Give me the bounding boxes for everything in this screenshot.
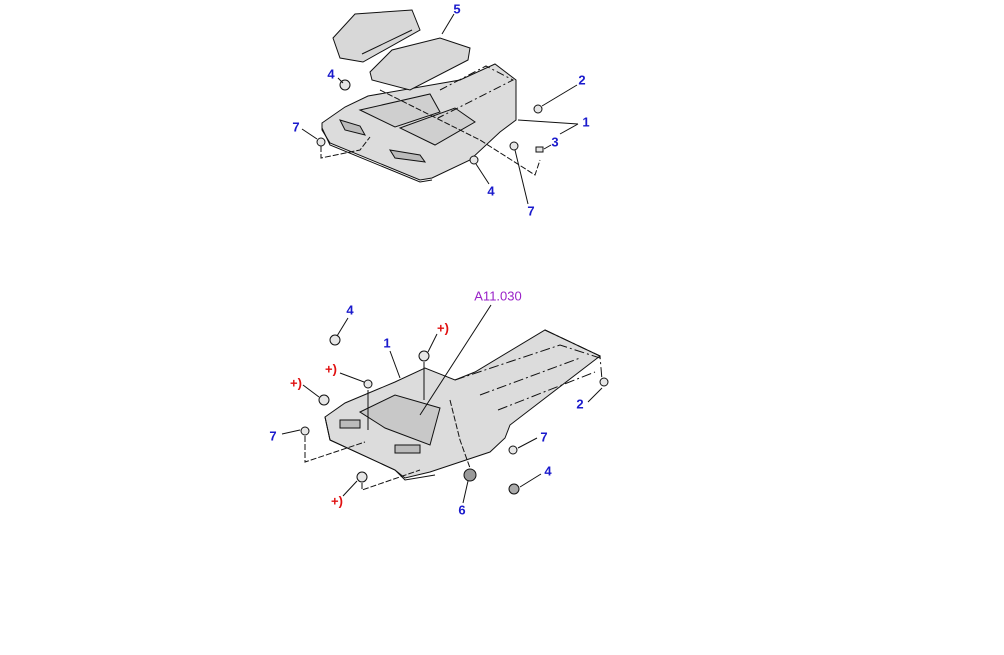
callout-optional: +) xyxy=(331,493,343,509)
callout-4: 4 xyxy=(327,66,335,82)
callout-1: 1 xyxy=(582,114,590,130)
callout-4: 4 xyxy=(487,183,495,199)
callout-2: 2 xyxy=(576,396,584,412)
callout-3: 3 xyxy=(551,134,559,150)
callout-7: 7 xyxy=(269,428,277,444)
callout-7: 7 xyxy=(527,203,535,219)
callout-7: 7 xyxy=(292,119,300,135)
callout-4: 4 xyxy=(544,463,552,479)
callout-6: 6 xyxy=(458,502,466,518)
bottom-headlining xyxy=(324,329,603,481)
callout-1: 1 xyxy=(383,335,391,351)
callout-7: 7 xyxy=(540,429,548,445)
bottom-leader-lines xyxy=(281,304,603,504)
top-leader-lines xyxy=(301,13,579,205)
callout-optional: +) xyxy=(437,320,449,336)
top-sunroof-panels xyxy=(332,9,471,91)
callout-5: 5 xyxy=(453,1,461,17)
top-headlining xyxy=(321,63,517,183)
callout-2: 2 xyxy=(578,72,586,88)
reference-link[interactable]: A11.030 xyxy=(474,288,522,304)
callout-optional: +) xyxy=(325,361,337,377)
callout-optional: +) xyxy=(290,375,302,391)
callout-4: 4 xyxy=(346,302,354,318)
bottom-clips xyxy=(300,334,609,495)
